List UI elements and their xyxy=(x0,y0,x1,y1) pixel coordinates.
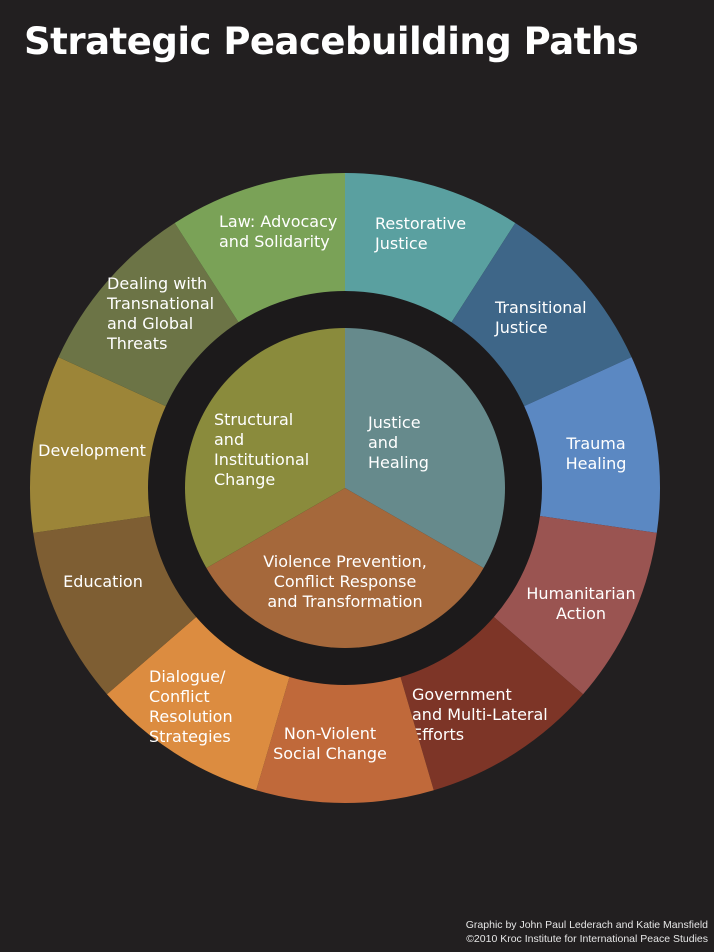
outer-segment-dialogue-conflict-resolution-strategies xyxy=(106,617,290,791)
credits: Graphic by John Paul Lederach and Katie … xyxy=(466,918,708,946)
outer-segment-label-education: Education xyxy=(63,572,143,591)
inner-segment-justice-and-healing xyxy=(345,328,505,568)
outer-segment-restorative-justice xyxy=(345,173,516,323)
outer-segment-label-development: Development xyxy=(38,441,146,460)
outer-segment-trauma-healing xyxy=(524,357,660,533)
outer-segment-development xyxy=(29,357,166,533)
outer-segment-non-violent-social-change xyxy=(256,677,434,804)
outer-segment-education xyxy=(33,516,197,695)
outer-segment-government-and-multi-lateral-efforts xyxy=(400,617,584,791)
outer-segment-transitional-justice xyxy=(451,223,632,407)
credit-line-copyright: ©2010 Kroc Institute for International P… xyxy=(466,933,708,945)
credit-line-author: Graphic by John Paul Lederach and Katie … xyxy=(465,919,708,931)
outer-segment-law-advocacy-and-solidarity xyxy=(174,173,345,323)
inner-segment-violence-prevention-conflict-response-and-transformation xyxy=(206,488,484,648)
page-title: Strategic Peacebuilding Paths xyxy=(24,20,639,63)
inner-segment-structural-and-institutional-change xyxy=(185,328,345,568)
outer-segment-humanitarian-action xyxy=(493,516,657,695)
outer-segment-dealing-with-transnational-and-global-threats xyxy=(58,223,239,407)
